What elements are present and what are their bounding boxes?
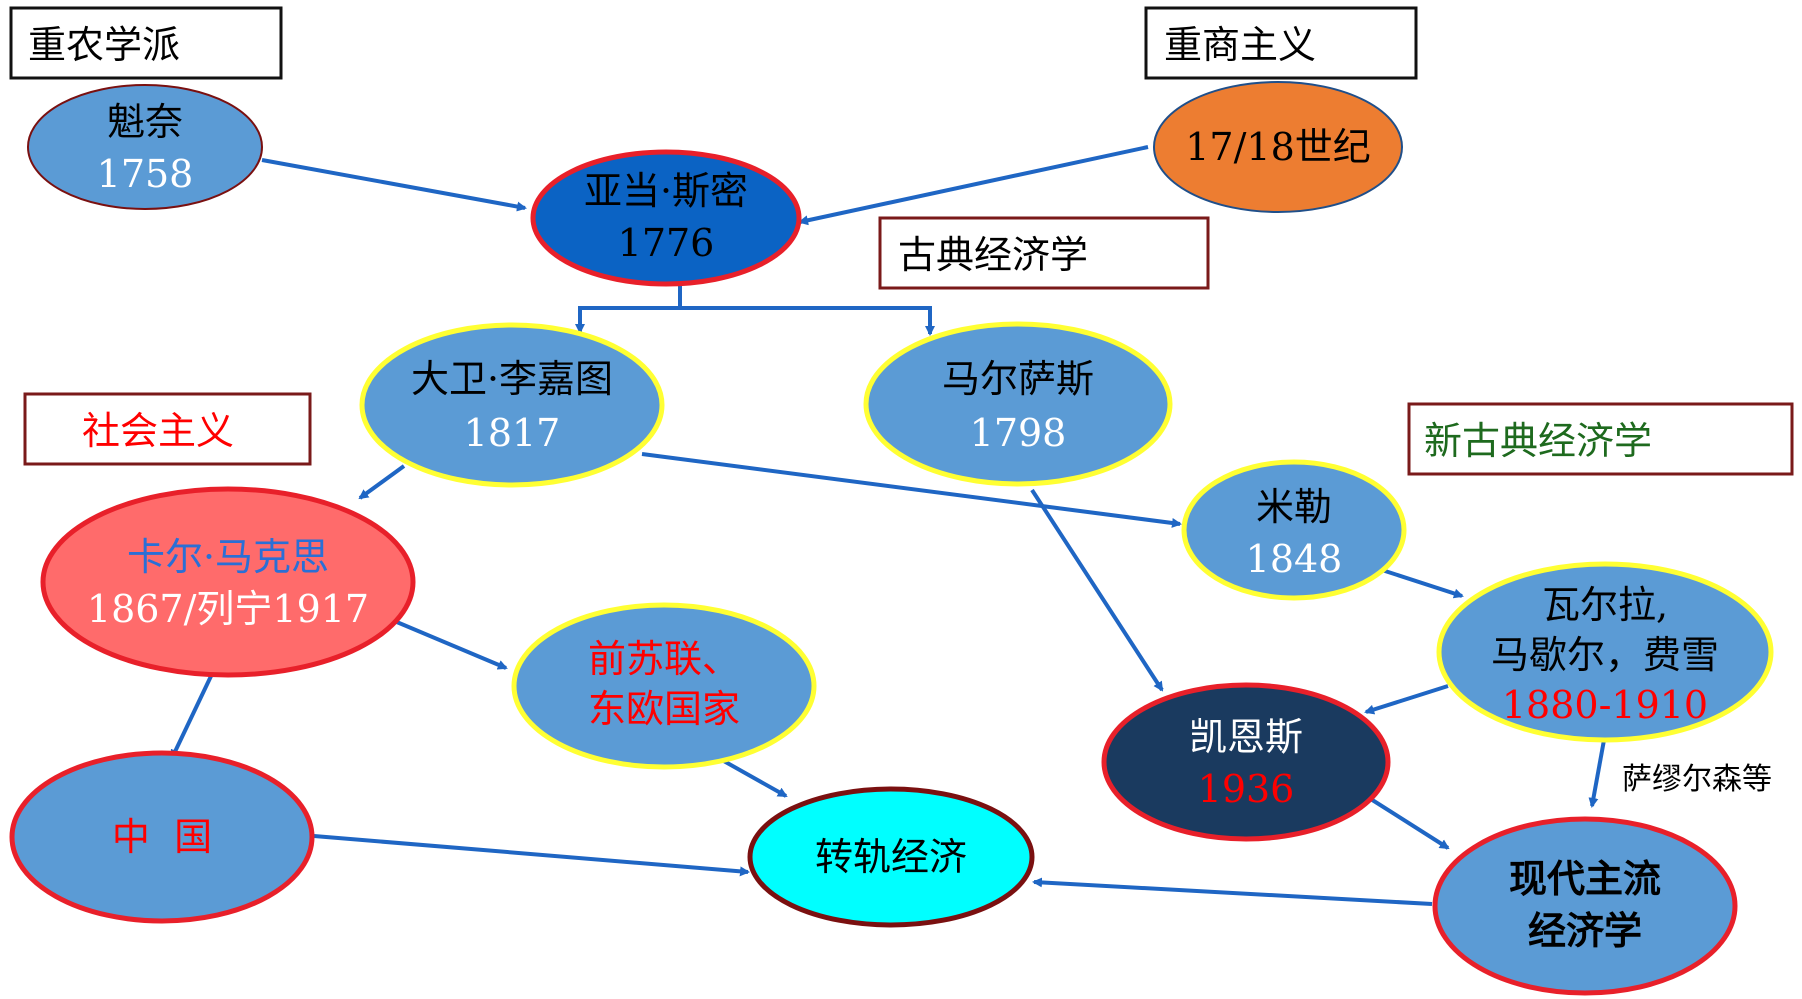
node-keynes: 凯恩斯 1936 [1101, 682, 1391, 842]
node-ussr-name-line1: 前苏联、 [588, 637, 740, 681]
node-china: 中 国 [9, 750, 315, 924]
label-box-mercantilism: 重商主义 [1144, 6, 1418, 80]
node-mainstream: 现代主流 经济学 [1432, 816, 1738, 996]
node-keynes-name: 凯恩斯 [1189, 715, 1303, 759]
node-ussr: 前苏联、 东欧国家 [511, 602, 817, 770]
node-marx-year: 1867/列宁1917 [87, 587, 369, 631]
label-mercantilism: 重商主义 [1164, 25, 1316, 67]
node-walras-name-line2: 马歇尔，费雪 [1491, 633, 1719, 677]
arrow-ricardo-mill [641, 452, 1182, 528]
arrow-marx-ussr [391, 618, 508, 670]
node-c1718-name: 17/18世纪 [1185, 125, 1371, 169]
node-transition-name: 转轨经济 [815, 835, 967, 879]
node-keynes-year: 1936 [1198, 767, 1295, 811]
arrow-quesnay-smith [261, 158, 527, 212]
node-ricardo: 大卫·李嘉图 1817 [359, 322, 665, 488]
label-socialism: 社会主义 [82, 411, 234, 453]
node-quesnay-name: 魁奈 [107, 100, 183, 144]
node-walras: 瓦尔拉, 马歇尔，费雪 1880-1910 [1436, 561, 1774, 743]
label-box-physiocrats: 重农学派 [9, 6, 283, 80]
node-marx: 卡尔·马克思 1867/列宁1917 [40, 486, 416, 678]
label-box-neoclassical: 新古典经济学 [1407, 402, 1794, 476]
node-malthus-year: 1798 [970, 411, 1067, 455]
label-physiocrats: 重农学派 [28, 25, 180, 67]
label-box-classical: 古典经济学 [878, 216, 1210, 290]
arrow-walras-keynes [1364, 684, 1449, 715]
node-transition: 转轨经济 [747, 786, 1035, 928]
arrow-mainstream-transition [1032, 877, 1433, 906]
arrow-keynes-mainstream [1364, 794, 1450, 850]
node-c1718: 17/18世纪 [1153, 81, 1403, 213]
node-mill: 米勒 1848 [1181, 459, 1407, 601]
node-mainstream-name-line2: 经济学 [1528, 910, 1642, 953]
node-quesnay: 魁奈 1758 [27, 84, 263, 210]
node-quesnay-year: 1758 [97, 152, 194, 196]
arrow-c1718-smith [798, 145, 1149, 226]
node-walras-name-line1: 瓦尔拉, [1542, 583, 1668, 627]
node-walras-year: 1880-1910 [1502, 683, 1708, 727]
arrows [170, 145, 1606, 906]
node-mill-year: 1848 [1246, 537, 1343, 581]
label-neoclassical: 新古典经济学 [1424, 421, 1652, 463]
node-mill-name: 米勒 [1256, 485, 1332, 529]
node-mainstream-name-line1: 现代主流 [1509, 859, 1661, 901]
arrow-china-transition [313, 834, 750, 877]
node-malthus: 马尔萨斯 1798 [863, 321, 1173, 487]
node-smith-name: 亚当·斯密 [584, 169, 748, 213]
note-samuelson: 萨缪尔森等 [1622, 763, 1772, 796]
node-ricardo-name: 大卫·李嘉图 [411, 357, 613, 401]
arrow-smith-malthus-path [680, 306, 932, 328]
arrow-smith-branch [578, 284, 682, 328]
node-smith-year: 1776 [618, 221, 715, 265]
label-box-socialism: 社会主义 [23, 392, 312, 466]
arrow-marx-china [170, 673, 214, 760]
node-smith: 亚当·斯密 1776 [530, 149, 802, 287]
node-marx-name: 卡尔·马克思 [127, 535, 329, 579]
arrow-malthus-keynes [1030, 488, 1164, 692]
arrow-ussr-transition [721, 758, 788, 798]
arrow-ricardo-marx [358, 464, 406, 500]
arrow-walras-mainstream [1588, 739, 1606, 808]
node-ussr-name-line2: 东欧国家 [588, 687, 740, 731]
node-china-name: 中 国 [112, 815, 212, 859]
label-classical: 古典经济学 [898, 235, 1088, 277]
arrow-mill-walras [1381, 568, 1464, 599]
node-malthus-name: 马尔萨斯 [942, 357, 1094, 401]
node-ricardo-year: 1817 [464, 411, 561, 455]
